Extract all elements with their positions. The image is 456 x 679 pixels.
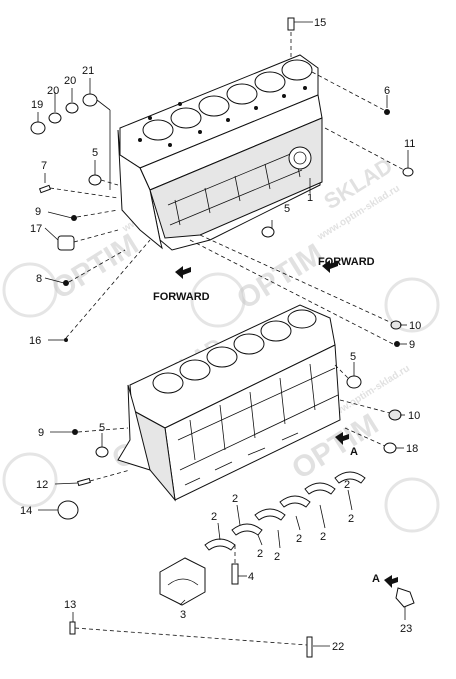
- cylinder-bores: [142, 59, 313, 141]
- small-parts: [30, 17, 415, 658]
- forward-indicators: FORWARD FORWARD A A: [153, 256, 398, 588]
- view-arrow-icon: [384, 575, 398, 588]
- callout-17: 17: [30, 223, 42, 235]
- callout-22: 22: [332, 641, 344, 653]
- dowel-pin-15: [287, 17, 295, 31]
- callout-5: 5: [284, 203, 290, 215]
- cylinder-block-lower: [117, 304, 341, 502]
- callout-2: 2: [211, 511, 217, 523]
- plug-20a: [48, 112, 62, 124]
- bearing-cap-3: [159, 557, 206, 606]
- callout-10: 10: [408, 410, 420, 422]
- main-bearing-shells: [204, 471, 366, 551]
- plug-19: [30, 121, 46, 135]
- watermark-logo-icon: [190, 272, 246, 328]
- callout-2: 2: [296, 533, 302, 545]
- callout-2: 2: [344, 479, 350, 491]
- callout-20: 20: [64, 75, 76, 87]
- forward-arrow-icon: [322, 260, 338, 273]
- view-label-a: A: [350, 446, 358, 458]
- forward-label: FORWARD: [153, 291, 210, 303]
- callout-13: 13: [64, 599, 76, 611]
- callout-16: 16: [29, 335, 41, 347]
- callout-2: 2: [348, 513, 354, 525]
- callout-10: 10: [409, 320, 421, 332]
- forward-label: FORWARD: [318, 256, 375, 268]
- view-label-a: A: [372, 573, 380, 585]
- forward-arrow-icon: [175, 266, 191, 279]
- callout-20: 20: [47, 85, 59, 97]
- plug-21: [82, 93, 98, 107]
- plug-20b: [65, 102, 79, 114]
- callout-8: 8: [36, 273, 42, 285]
- watermark-logo-icon: [384, 277, 440, 333]
- watermark-logo-icon: [2, 452, 58, 508]
- view-arrow-icon: [335, 432, 349, 445]
- callout-18: 18: [406, 443, 418, 455]
- pin-22: [306, 636, 313, 658]
- callout-9: 9: [35, 206, 41, 218]
- callout-2: 2: [320, 531, 326, 543]
- callout-19: 19: [31, 99, 43, 111]
- callout-5: 5: [92, 147, 98, 159]
- callout-2: 2: [274, 551, 280, 563]
- callout-9: 9: [38, 427, 44, 439]
- callout-3: 3: [180, 609, 186, 621]
- lower-cylinder-bores: [152, 309, 317, 394]
- callout-21: 21: [82, 65, 94, 77]
- callout-numbers: 15 19 20 20 21 6 5 11 7 1 9 5 17 8 10 16…: [20, 17, 421, 653]
- watermark-logo-icon: [384, 477, 440, 533]
- leader-lines: [37, 21, 409, 647]
- callout-5: 5: [350, 351, 356, 363]
- callout-5: 5: [99, 422, 105, 434]
- callout-4: 4: [248, 571, 254, 583]
- callout-6: 6: [384, 85, 390, 97]
- pin-13: [69, 621, 76, 635]
- callout-11: 11: [404, 138, 415, 150]
- callout-23: 23: [400, 623, 412, 635]
- callout-2: 2: [232, 493, 238, 505]
- watermark-logo-icon: [2, 262, 58, 318]
- watermark-sub: SKLAD: [319, 153, 397, 214]
- callout-15: 15: [314, 17, 326, 29]
- cylinder-block-upper: [117, 54, 323, 251]
- callout-1: 1: [307, 192, 313, 204]
- callout-2: 2: [257, 548, 263, 560]
- callout-14: 14: [20, 505, 32, 517]
- sensor-23: [395, 587, 415, 608]
- callout-9: 9: [409, 339, 415, 351]
- callout-12: 12: [36, 479, 48, 491]
- cap-bolt-4: [231, 563, 239, 585]
- callout-7: 7: [41, 160, 47, 172]
